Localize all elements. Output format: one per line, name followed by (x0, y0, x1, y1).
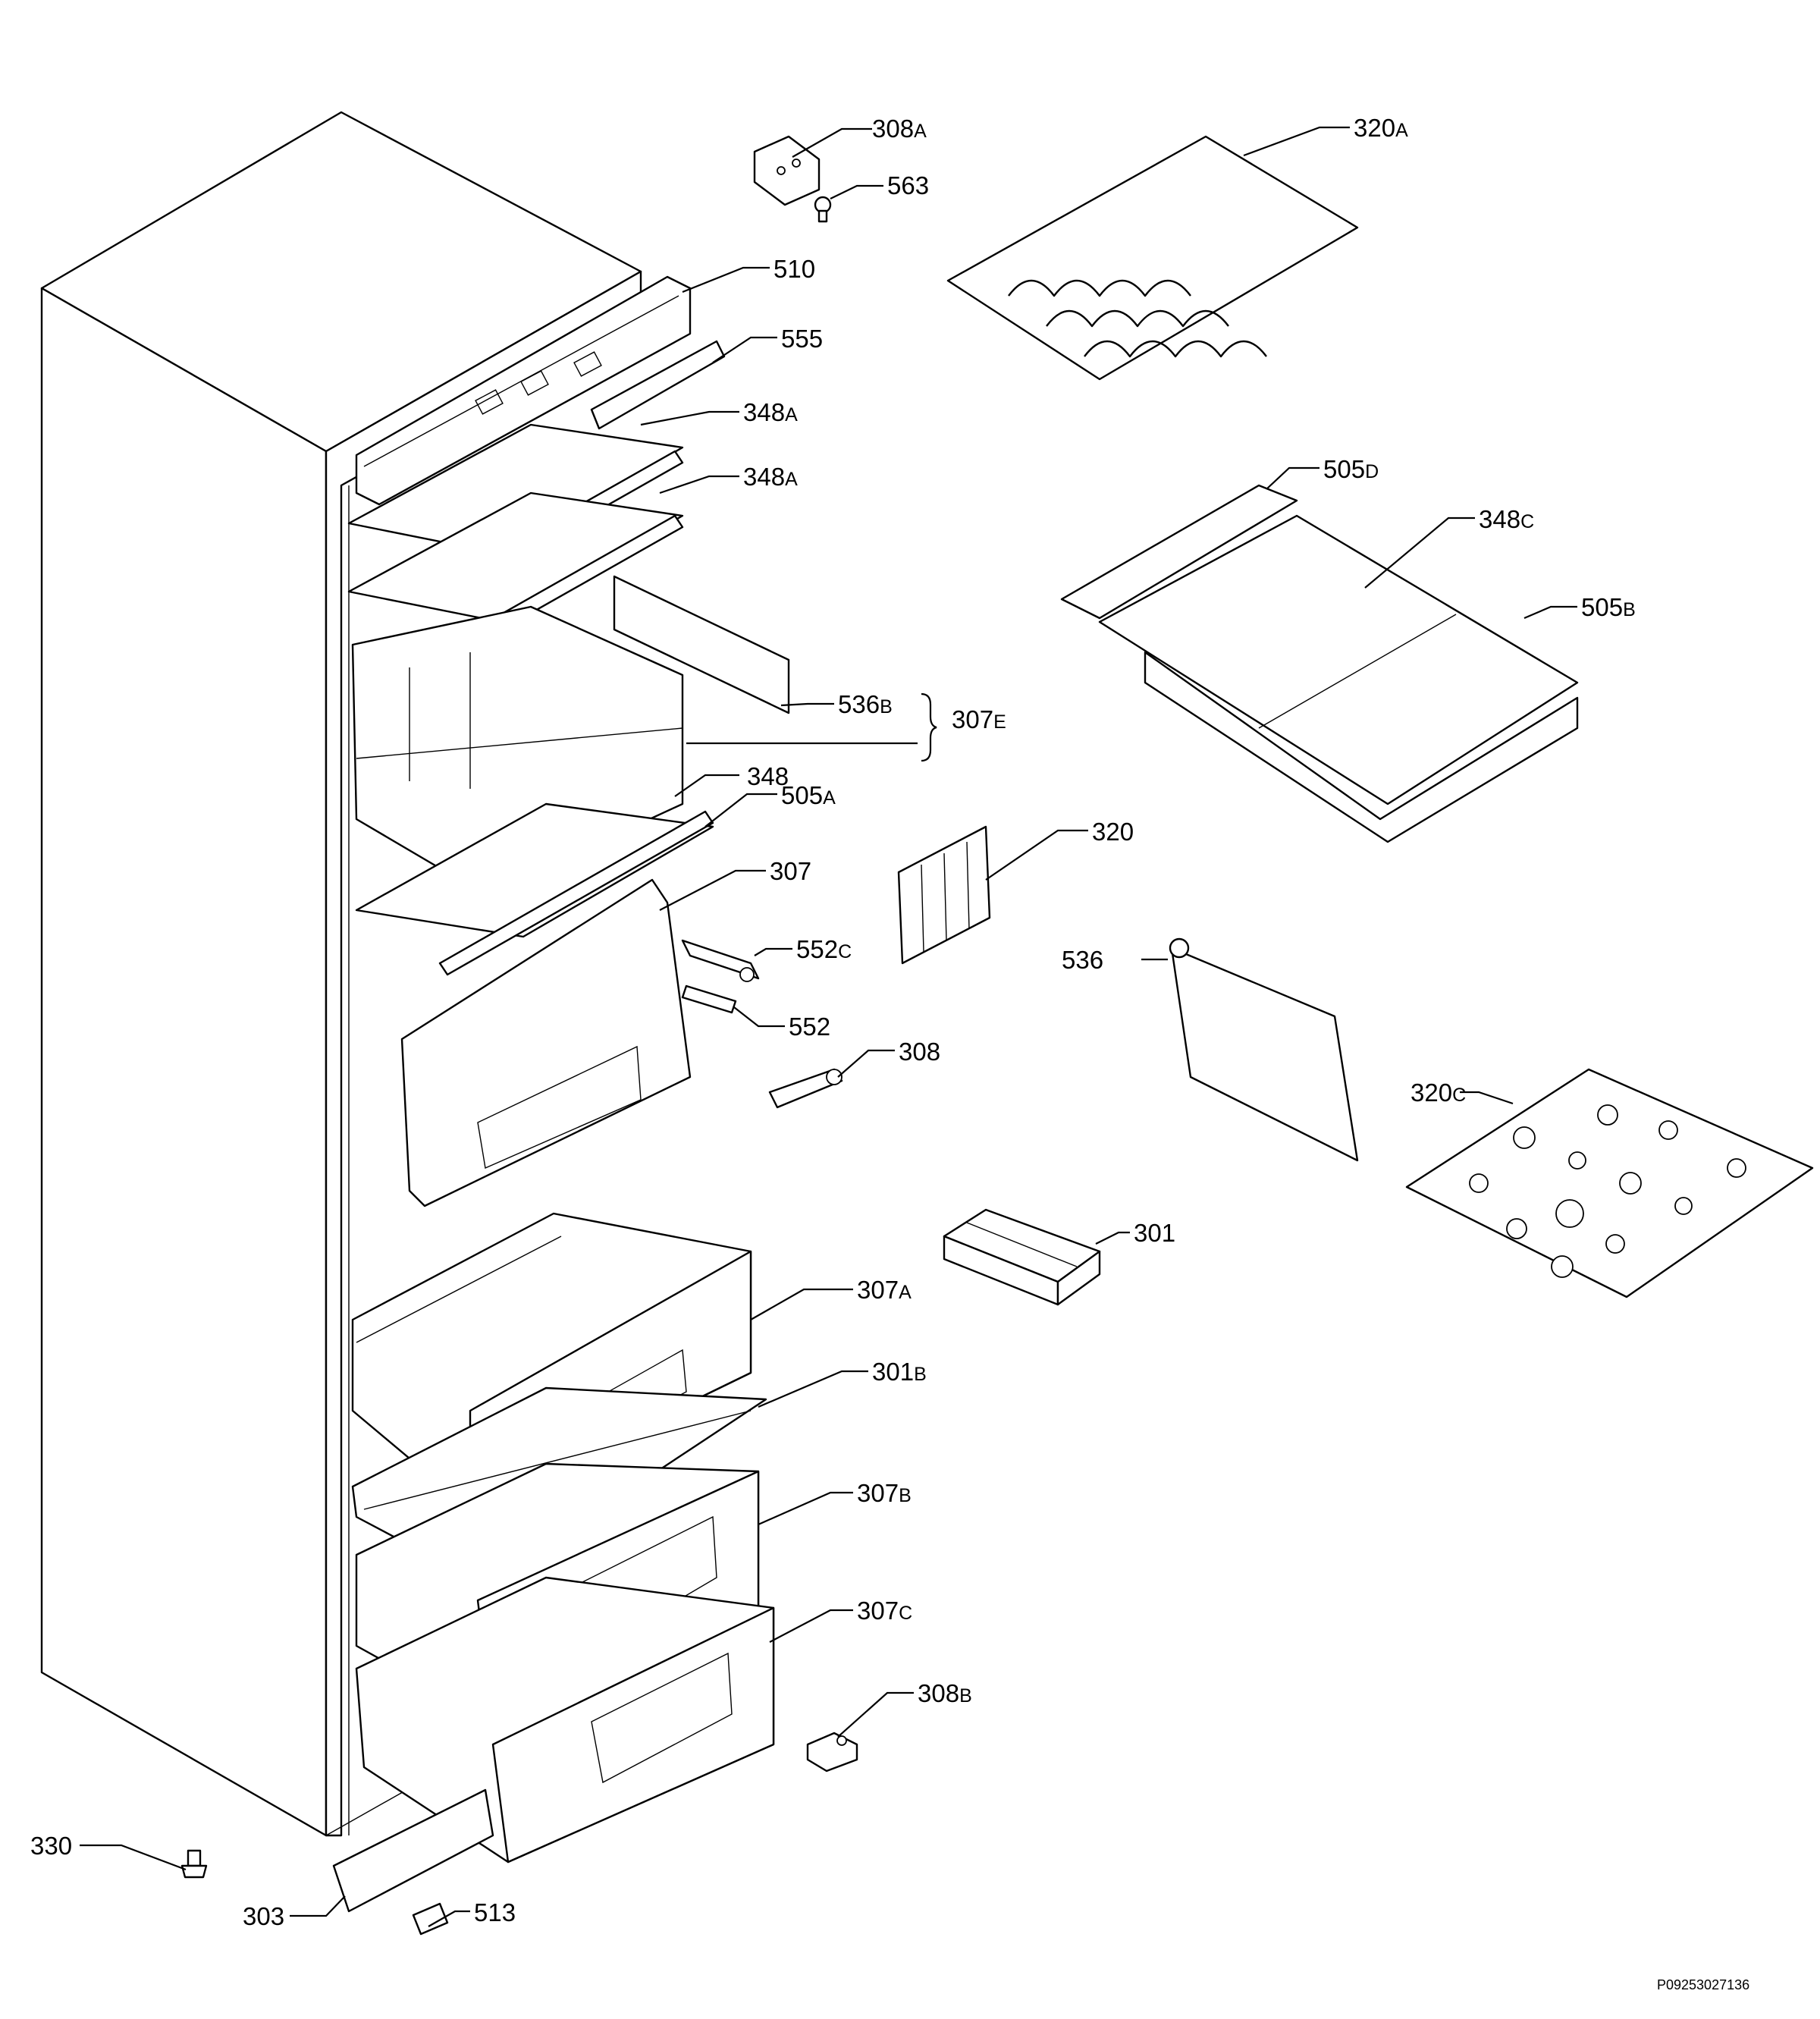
part-552-hinge (681, 984, 737, 1014)
callout-505b: 505B (1581, 593, 1636, 621)
part-330-foot (180, 1849, 208, 1879)
part-308b-hinge (806, 1732, 858, 1773)
part-308a-bracket (753, 135, 821, 206)
part-505d-348c-505b-shelf (1060, 484, 1579, 843)
part-563-bolt (814, 196, 832, 223)
callout-552: 552 (789, 1013, 830, 1041)
callout-505a: 505A (781, 781, 836, 809)
part-303-kick-plate (332, 1788, 494, 1913)
document-code: P09253027136 (1657, 1977, 1749, 1992)
callout-536b: 536B (838, 690, 893, 718)
callout-552c: 552C (796, 935, 852, 963)
cabinet-body (40, 111, 642, 1837)
callout-513: 513 (474, 1898, 516, 1926)
callout-536: 536 (1062, 946, 1103, 974)
part-308-hinge (768, 1068, 843, 1109)
part-301-ice-tray (943, 1208, 1101, 1306)
callout-307e: 307E (952, 705, 1006, 733)
callout-308: 308 (899, 1038, 940, 1066)
callout-563: 563 (887, 171, 929, 199)
part-320-filter (897, 825, 991, 965)
callout-320c: 320C (1410, 1079, 1466, 1107)
callout-307a: 307A (857, 1276, 912, 1304)
leader-lines (80, 126, 1577, 1927)
callout-307c: 307C (857, 1597, 912, 1625)
part-307c-drawer (355, 1576, 775, 1864)
callout-505d: 505D (1323, 455, 1379, 483)
callout-510: 510 (774, 255, 815, 283)
callout-303: 303 (243, 1902, 284, 1930)
part-555-strip (590, 340, 726, 430)
part-307-flap (400, 878, 692, 1207)
callout-labels: 308A 563 320A 510 555 348A 348A 505D 348… (30, 114, 1636, 1930)
callout-348a-upper: 348A (743, 398, 798, 426)
callout-348c: 348C (1479, 505, 1534, 533)
callout-308b: 308B (918, 1679, 972, 1707)
part-510-control-panel (355, 275, 692, 506)
part-320a-wine-rack (946, 135, 1359, 381)
callout-307b: 307B (857, 1479, 912, 1507)
callout-307: 307 (770, 857, 811, 885)
callout-301b: 301B (872, 1358, 927, 1386)
part-320c-plate (1405, 1068, 1814, 1298)
part-513-clip (412, 1902, 449, 1936)
callout-348a-lower: 348A (743, 463, 798, 491)
callout-320: 320 (1092, 818, 1134, 846)
callout-555: 555 (781, 325, 823, 353)
callout-348: 348 (747, 762, 789, 790)
part-552c-hinge (681, 939, 760, 982)
callout-330: 330 (30, 1832, 72, 1860)
part-536-divider (1169, 937, 1359, 1162)
callout-301: 301 (1134, 1219, 1175, 1247)
part-348-shelf (355, 802, 714, 976)
callout-308a: 308A (872, 115, 927, 143)
callout-320a: 320A (1354, 114, 1408, 142)
